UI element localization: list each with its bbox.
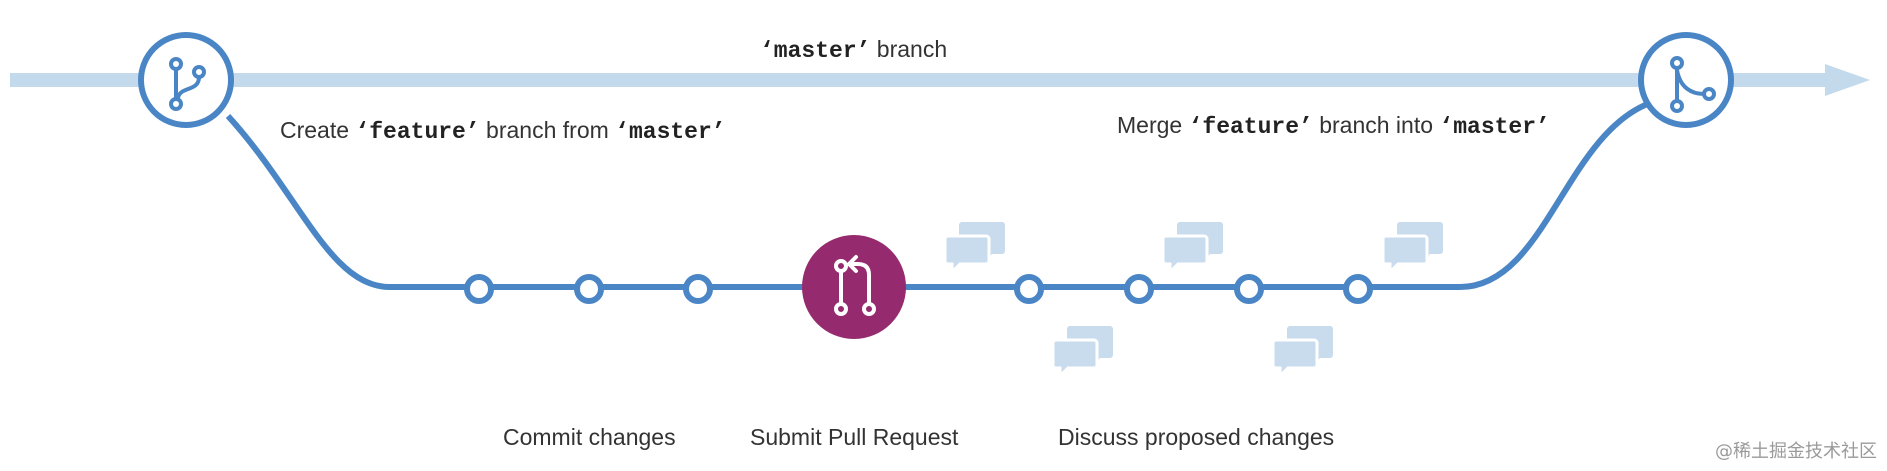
watermark: @稀土掘金技术社区: [1715, 441, 1877, 462]
git-pull-request-icon: [834, 255, 876, 316]
merge-mid-text: branch into: [1312, 112, 1440, 138]
commit-node: [1014, 274, 1044, 304]
git-branch-icon: [169, 57, 206, 111]
commit-node: [1234, 274, 1264, 304]
master-code: ‘master’: [760, 38, 871, 64]
discuss-changes-label: Discuss proposed changes: [1058, 424, 1335, 450]
commit-node: [574, 274, 604, 304]
branch-node: [138, 32, 234, 128]
comment-bubbles-icon: [1381, 222, 1443, 276]
commit-node: [683, 274, 713, 304]
master-branch-line: [10, 73, 1835, 87]
commit-node: [1124, 274, 1154, 304]
comment-bubbles-icon: [1161, 222, 1223, 276]
comment-bubbles-icon: [1051, 326, 1113, 380]
pull-request-node: [802, 235, 906, 339]
submit-pull-request-label: Submit Pull Request: [750, 424, 959, 450]
master-branch-word: branch: [870, 36, 948, 62]
create-mid-text: branch from: [479, 117, 616, 143]
master-code: ‘master’: [615, 119, 726, 145]
master-branch-label: ‘master’ branch: [760, 36, 947, 64]
git-merge-icon: [1670, 56, 1716, 113]
feature-branch-line: [225, 100, 1652, 290]
merge-node: [1638, 32, 1734, 128]
feature-code: ‘feature’: [1188, 114, 1313, 140]
create-branch-label: Create ‘feature’ branch from ‘master’: [280, 117, 726, 145]
merge-text: Merge: [1117, 112, 1189, 138]
comment-bubbles-icon: [943, 222, 1005, 276]
feature-code: ‘feature’: [355, 119, 480, 145]
master-branch-arrowhead: [1825, 64, 1870, 96]
create-text: Create: [280, 117, 356, 143]
merge-branch-label: Merge ‘feature’ branch into ‘master’: [1117, 112, 1550, 140]
master-code: ‘master’: [1439, 114, 1550, 140]
commit-node: [1343, 274, 1373, 304]
comment-bubbles-icon: [1271, 326, 1333, 380]
commit-changes-label: Commit changes: [503, 424, 676, 450]
commit-node: [464, 274, 494, 304]
